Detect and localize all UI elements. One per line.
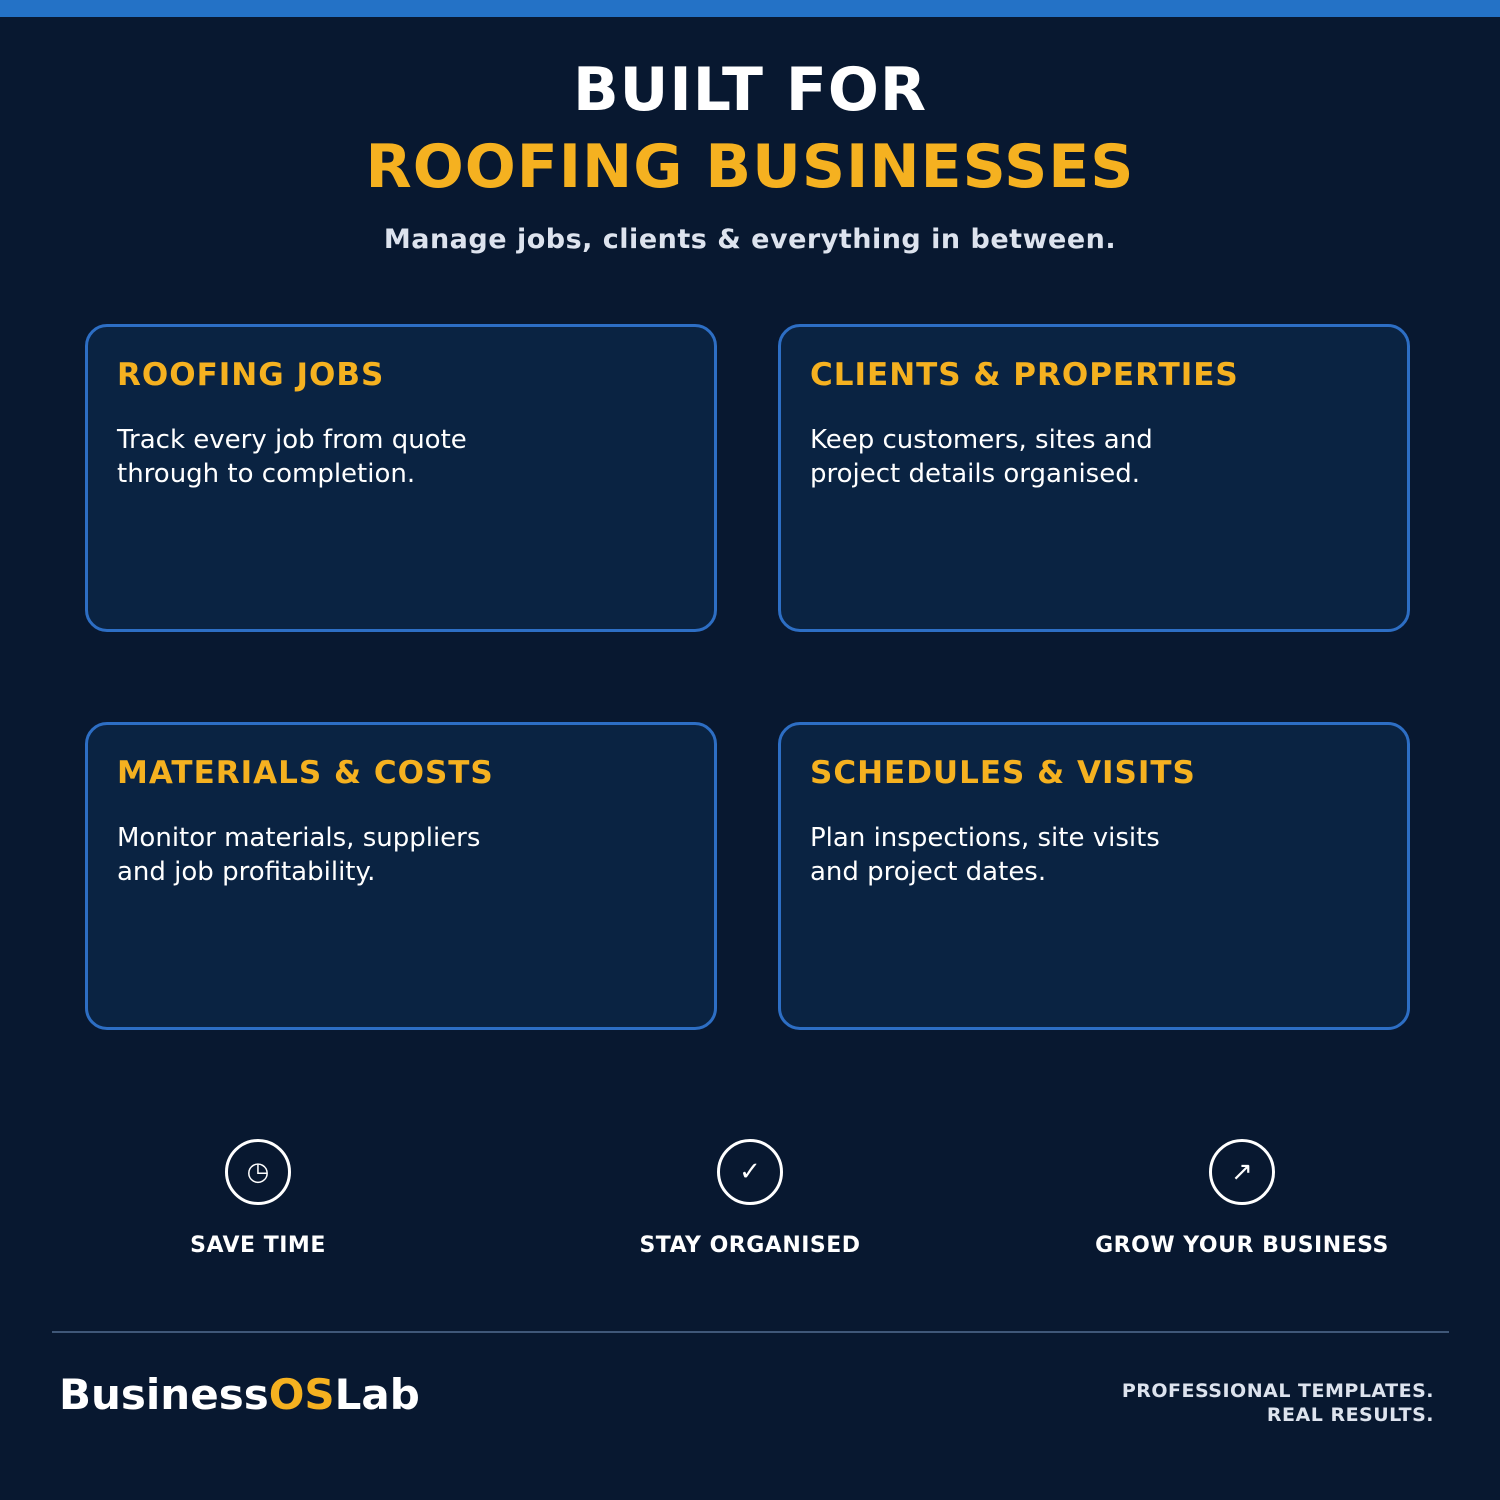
benefit-stay-organised: ✓ STAY ORGANISED <box>550 1139 950 1258</box>
feature-card-description-line: project details organised. <box>810 459 1140 489</box>
feature-card-title: SCHEDULES & VISITS <box>810 755 1196 791</box>
feature-card-roofing-jobs: ROOFING JOBS Track every job from quote … <box>85 324 717 632</box>
checkmark-icon: ✓ <box>717 1139 783 1205</box>
feature-card-description: Monitor materials, suppliers and job pro… <box>117 821 537 889</box>
benefit-label: SAVE TIME <box>190 1233 326 1258</box>
subtitle: Manage jobs, clients & everything in bet… <box>383 224 1117 255</box>
feature-card-materials-costs: MATERIALS & COSTS Monitor materials, sup… <box>85 722 717 1030</box>
brand-name-part: Business <box>59 1370 269 1419</box>
headline: BUILT FOR ROOFING BUSINESSES <box>0 52 1500 206</box>
benefit-label: STAY ORGANISED <box>639 1233 861 1258</box>
feature-card-description: Plan inspections, site visits and projec… <box>810 821 1230 889</box>
tagline-line: PROFESSIONAL TEMPLATES. <box>1121 1380 1434 1402</box>
clock-icon: ◷ <box>225 1139 291 1205</box>
headline-line-1: BUILT FOR <box>572 55 928 125</box>
footer-divider <box>52 1331 1449 1333</box>
feature-card-description-line: and job profitability. <box>117 857 376 887</box>
feature-card-schedules-visits: SCHEDULES & VISITS Plan inspections, sit… <box>778 722 1410 1030</box>
feature-card-clients-properties: CLIENTS & PROPERTIES Keep customers, sit… <box>778 324 1410 632</box>
brand-logo: BusinessOSLab <box>59 1370 420 1419</box>
benefit-label: GROW YOUR BUSINESS <box>1095 1233 1389 1258</box>
arrow-up-right-icon: ↗ <box>1209 1139 1275 1205</box>
feature-card-title: MATERIALS & COSTS <box>117 755 494 791</box>
tagline-line: REAL RESULTS. <box>1266 1404 1434 1426</box>
feature-card-description-line: Plan inspections, site visits <box>810 823 1160 853</box>
headline-line-2: ROOFING BUSINESSES <box>365 132 1135 202</box>
feature-card-description-line: and project dates. <box>810 857 1047 887</box>
benefit-save-time: ◷ SAVE TIME <box>58 1139 458 1258</box>
feature-card-description-line: through to completion. <box>117 459 416 489</box>
feature-card-description-line: Monitor materials, suppliers <box>117 823 481 853</box>
feature-card-description: Track every job from quote through to co… <box>117 423 537 491</box>
benefit-grow-your-business: ↗ GROW YOUR BUSINESS <box>1042 1139 1442 1258</box>
feature-card-description-line: Track every job from quote <box>117 425 467 455</box>
feature-card-description: Keep customers, sites and project detail… <box>810 423 1230 491</box>
feature-card-title: ROOFING JOBS <box>117 357 385 393</box>
top-accent-bar <box>0 0 1500 17</box>
feature-card-title: CLIENTS & PROPERTIES <box>810 357 1239 393</box>
brand-name-accent: OS <box>268 1370 335 1419</box>
feature-card-description-line: Keep customers, sites and <box>810 425 1153 455</box>
brand-name-part: Lab <box>334 1370 420 1419</box>
footer-tagline: PROFESSIONAL TEMPLATES. REAL RESULTS. <box>1122 1379 1434 1427</box>
